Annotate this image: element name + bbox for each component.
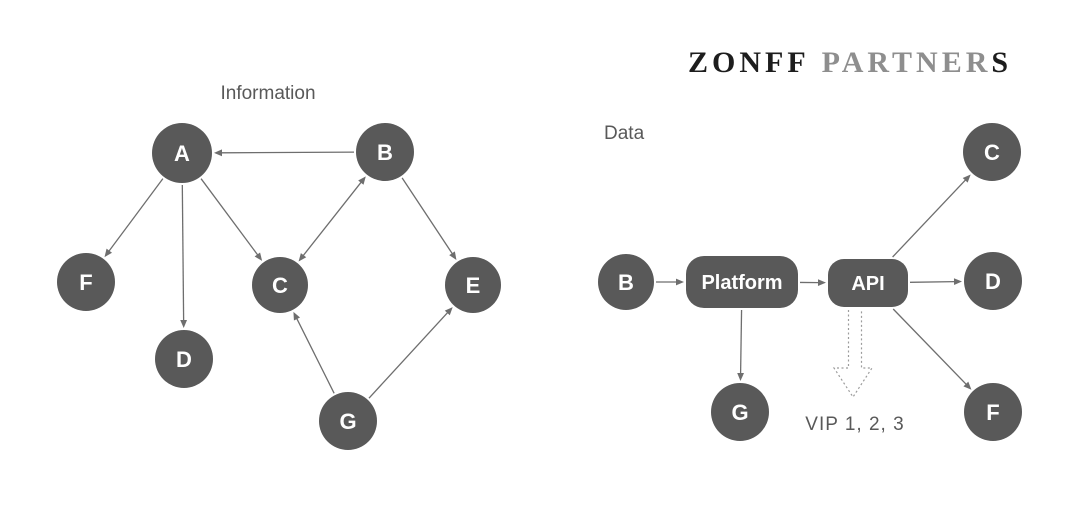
edge-a-f-arrowhead [104, 248, 113, 258]
data-graph: B Platform API C D F G [598, 123, 1022, 441]
edge-api-f2-arrowhead [963, 381, 972, 390]
node-f: F [57, 253, 115, 311]
node-g: G [711, 383, 769, 441]
node-label: API [851, 273, 884, 295]
node-d: D [155, 330, 213, 388]
vip-dotted-arrow [832, 310, 874, 399]
edge-b-a [220, 151, 355, 154]
edge-c-b-arrowhead [358, 176, 366, 185]
edge-api-f2 [892, 308, 968, 386]
node-label: B [618, 270, 634, 295]
node-e: E [445, 257, 501, 313]
node-label: C [984, 140, 1000, 165]
node-label: A [174, 141, 190, 166]
edge-a-c [200, 178, 259, 256]
node-label: D [985, 269, 1001, 294]
edge-api-d2 [909, 280, 956, 283]
edge-a-d-arrowhead [180, 319, 188, 329]
edge-b2-platform-arrowhead [676, 278, 684, 286]
information-diagram-title: Information [220, 83, 316, 104]
edge-platform-api-arrowhead [817, 279, 826, 287]
edge-a-d [181, 184, 185, 322]
node-label: E [466, 273, 481, 298]
edge-c-b [302, 181, 362, 257]
information-graph: A B C D E F G [57, 123, 501, 450]
vip-annotation-label: VIP 1, 2, 3 [805, 414, 905, 435]
node-label: F [986, 400, 999, 425]
edge-b-e [401, 177, 454, 255]
edge-api-c2-arrowhead [962, 174, 971, 183]
edge-g-c [295, 317, 335, 394]
node-label: G [731, 400, 748, 425]
node-b: B [356, 123, 414, 181]
node-label: D [176, 347, 192, 372]
edge-b-a-arrowhead [213, 149, 223, 157]
edge-b-e-arrowhead [449, 251, 457, 260]
data-diagram-title: Data [604, 123, 645, 144]
edge-a-f [108, 178, 164, 252]
edge-g-e-arrowhead [444, 307, 453, 316]
node-label: Platform [701, 272, 782, 294]
node-g: G [319, 392, 377, 450]
edge-a-c-arrowhead [254, 252, 263, 261]
node-label: G [339, 409, 356, 434]
node-f: F [964, 383, 1022, 441]
edge-api-d2-arrowhead [953, 278, 963, 286]
logo-text-primary: ZONFF [688, 46, 810, 79]
logo-text-secondary-end: S [991, 46, 1013, 79]
node-label: C [272, 273, 288, 298]
node-b: B [598, 254, 654, 310]
edge-g-e [368, 311, 449, 399]
node-d: D [964, 252, 1022, 310]
edge-platform-g2-arrowhead [737, 372, 744, 382]
edge-g-c-arrowhead [293, 311, 301, 321]
node-label: F [79, 270, 92, 295]
edge-platform-g2 [739, 309, 743, 375]
node-api-box: API [828, 259, 908, 307]
edge-c-b-arrowhead-reverse [298, 253, 307, 262]
edge-api-c2 [892, 179, 967, 258]
node-label: B [377, 140, 393, 165]
node-a: A [152, 123, 212, 183]
node-c: C [963, 123, 1021, 181]
node-c: C [252, 257, 308, 313]
company-logo: ZONFF PARTNERS [688, 46, 1012, 80]
node-platform-box: Platform [686, 256, 798, 308]
logo-text-secondary: PARTNER [821, 46, 992, 79]
